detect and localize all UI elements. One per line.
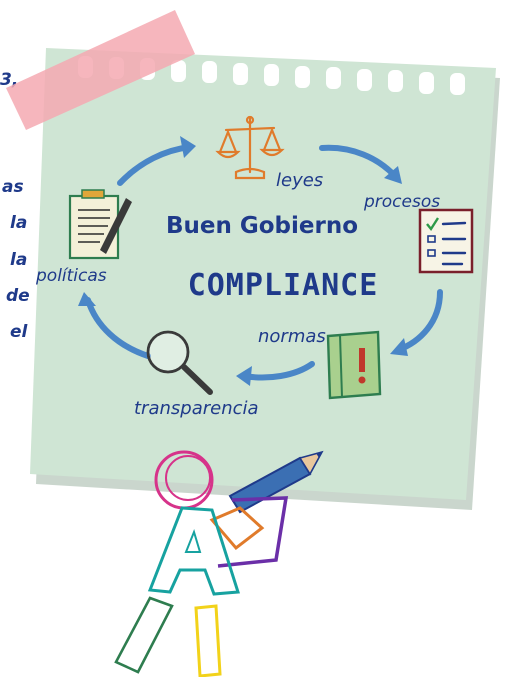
checklist-icon (418, 208, 474, 274)
arrow-transparencia-politicas (85, 297, 151, 359)
center-title: Buen Gobierno (166, 213, 358, 239)
tape (6, 10, 195, 130)
center-subtitle: COMPLIANCE (188, 268, 379, 303)
label-politicas: políticas (35, 266, 107, 286)
arrow-heads (78, 136, 408, 386)
book-icon (326, 330, 382, 400)
label-normas: normas (258, 326, 326, 347)
side-text-3: la (10, 213, 28, 233)
label-procesos: procesos (363, 192, 440, 212)
side-text-6: el (10, 322, 28, 342)
document-pen-icon (68, 189, 132, 260)
side-text-2: as (2, 177, 24, 197)
side-text-5: de (6, 286, 30, 306)
label-transparencia: transparencia (134, 398, 259, 419)
arrow-leyes-procesos (319, 144, 398, 179)
pencil-figure (114, 450, 324, 677)
scale-icon (215, 115, 285, 180)
label-leyes: leyes (276, 170, 323, 191)
magnifier-icon (146, 330, 213, 395)
side-text-4: la (10, 250, 28, 270)
